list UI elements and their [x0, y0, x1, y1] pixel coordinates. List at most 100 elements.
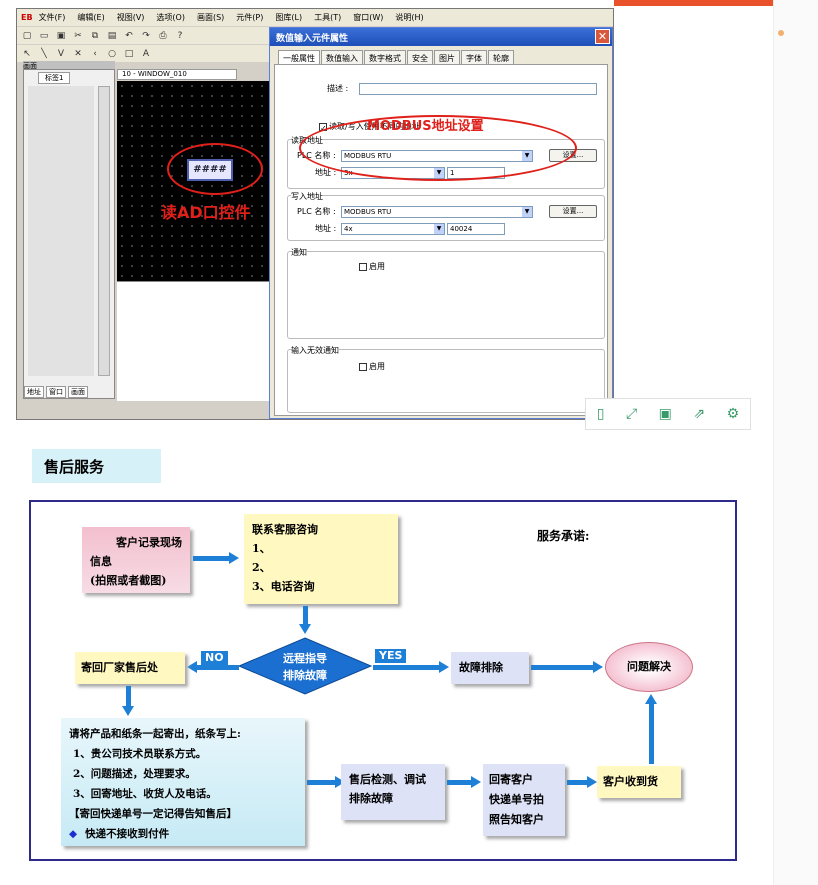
save-icon[interactable]: ▣: [658, 406, 672, 422]
menu-options[interactable]: 选项(O): [156, 13, 185, 22]
dialog-title: 数值输入元件属性: [276, 34, 349, 44]
help-icon[interactable]: ?: [177, 30, 183, 41]
arc-icon[interactable]: ‹: [93, 48, 97, 59]
menu-edit[interactable]: 编辑(E): [77, 13, 105, 22]
send-back-line1: 回寄客户: [489, 773, 533, 786]
dialog-tabs: 一般属性 数值输入 数字格式 安全 图片 字体 轮廓: [270, 46, 612, 66]
ship-line1: 请将产品和纸条一起寄出，纸条写上:: [69, 728, 241, 740]
write-addr-type[interactable]: 4x ▼: [341, 223, 445, 235]
notify-enable-label: 启用: [369, 262, 385, 271]
highlight-ellipse: [167, 143, 263, 195]
fullscreen-icon[interactable]: ⤢: [625, 406, 638, 422]
arrow-3-head: [122, 706, 134, 716]
contact-box: 联系客服咨询 1、 2、 3、电话咨询: [244, 514, 398, 604]
inspect-line2: 排除故障: [349, 792, 393, 805]
menu-parts[interactable]: 元件(P): [236, 13, 264, 22]
print-icon[interactable]: ⎙: [159, 30, 167, 41]
send-back-line2: 快递单号拍: [489, 793, 544, 806]
arrow-yes-head: [439, 661, 449, 673]
write-plc-select[interactable]: MODBUS RTU▼: [341, 206, 533, 218]
modbus-annotation: MODBUS地址设置: [367, 119, 484, 134]
new-icon[interactable]: ▢: [22, 30, 32, 41]
menu-view[interactable]: 视图(V): [116, 13, 145, 22]
ship-line2: 1、贵公司技术员联系方式。: [73, 748, 207, 760]
arrow-4: [307, 780, 335, 785]
write-addr-type-value: 4x: [344, 225, 353, 233]
invalid-group-label: 输入无效通知: [291, 345, 339, 356]
right-margin: [773, 0, 818, 885]
redo-icon[interactable]: ↷: [142, 30, 150, 41]
tab-label1[interactable]: 标签1: [38, 72, 71, 84]
tab-outline[interactable]: 轮廓: [488, 50, 514, 66]
invalid-enable-checkbox[interactable]: [359, 362, 367, 371]
invalid-enable-label: 启用: [369, 362, 385, 371]
ship-line4: 3、回寄地址、收货人及电话。: [73, 788, 217, 800]
menu-window[interactable]: 窗口(W): [353, 13, 384, 22]
desc-input[interactable]: [359, 83, 597, 95]
design-canvas[interactable]: #### 读AD口控件: [117, 81, 283, 281]
chevron-down-icon[interactable]: ▼: [522, 207, 532, 217]
tab-address[interactable]: 地址: [24, 386, 44, 398]
section-title: 售后服务: [32, 449, 161, 483]
write-addr-input[interactable]: 40024: [447, 223, 505, 235]
tab-numeric-input[interactable]: 数值输入: [321, 50, 363, 66]
arrow-2-head: [299, 624, 311, 634]
menu-file[interactable]: 文件(F): [38, 13, 66, 22]
top-accent-bar: [614, 0, 774, 6]
tab-picture[interactable]: 图片: [434, 50, 460, 66]
save-icon[interactable]: ▣: [56, 30, 66, 41]
settings-icon[interactable]: ⚙: [726, 406, 740, 422]
menu-library[interactable]: 图库(L): [275, 13, 303, 22]
invalid-enable-row[interactable]: 启用: [359, 361, 385, 372]
rect-icon[interactable]: □: [124, 48, 134, 59]
circle-icon[interactable]: ○: [108, 48, 116, 59]
contact-line3: 2、: [252, 561, 271, 574]
line-icon[interactable]: ╲: [41, 48, 47, 59]
notify-enable-row[interactable]: 启用: [359, 261, 385, 272]
close-shape-icon[interactable]: ✕: [74, 48, 82, 59]
share-icon[interactable]: ⇗: [693, 406, 706, 422]
customer-line1: 客户记录现场: [116, 536, 182, 549]
write-addr-label: 地址 :: [315, 224, 337, 233]
page-icon[interactable]: ▯: [596, 406, 605, 422]
return-box: 寄回厂家售后处: [75, 652, 185, 684]
menu-help[interactable]: 说明(H): [395, 13, 424, 22]
left-panel: 标签1 地址 窗口 画面: [23, 69, 115, 399]
arrow-5: [447, 780, 471, 785]
undo-icon[interactable]: ↶: [125, 30, 133, 41]
contact-line4: 3、电话咨询: [252, 580, 315, 593]
inspect-box: 售后检测、调试 排除故障: [341, 764, 445, 820]
tab-screen[interactable]: 画面: [68, 386, 88, 398]
no-tag: NO: [201, 651, 228, 665]
image-toolbar: ▯ ⤢ ▣ ⇗ ⚙: [585, 398, 751, 430]
properties-dialog: 数值输入元件属性 ✕ 一般属性 数值输入 数字格式 安全 图片 字体 轮廓 描述…: [269, 27, 613, 419]
arrow-4-head: [335, 776, 345, 788]
control-annotation: 读AD口控件: [161, 203, 251, 222]
write-settings-button[interactable]: 设置...: [549, 205, 597, 218]
text-icon[interactable]: A: [142, 48, 150, 59]
arrow-no-head: [187, 661, 197, 673]
paste-icon[interactable]: ▤: [107, 30, 117, 41]
open-icon[interactable]: ▭: [39, 30, 49, 41]
ship-line5: 【寄回快递单号一定记得告知售后】: [69, 808, 237, 820]
tab-security[interactable]: 安全: [407, 50, 433, 66]
chevron-down-icon[interactable]: ▼: [434, 224, 444, 234]
arrow-3: [126, 686, 131, 706]
notify-enable-checkbox[interactable]: [359, 262, 367, 271]
polyline-icon[interactable]: ᐯ: [57, 48, 65, 59]
scrollbar[interactable]: [98, 86, 110, 376]
arrow-fix: [531, 665, 593, 670]
close-icon[interactable]: ✕: [595, 29, 610, 44]
customer-record-box: 客户记录现场 信息 (拍照或者截图): [82, 527, 190, 593]
fix-box: 故障排除: [451, 652, 529, 684]
window-tab[interactable]: 10 - WINDOW_010: [117, 69, 237, 80]
cut-icon[interactable]: ✂: [74, 30, 82, 41]
menu-screen[interactable]: 画面(S): [196, 13, 225, 22]
tab-number-format[interactable]: 数字格式: [364, 50, 406, 66]
tab-window[interactable]: 窗口: [46, 386, 66, 398]
tab-font[interactable]: 字体: [461, 50, 487, 66]
menu-tools[interactable]: 工具(T): [314, 13, 342, 22]
tab-general[interactable]: 一般属性: [278, 50, 320, 66]
pointer-icon[interactable]: ↖: [23, 48, 31, 59]
copy-icon[interactable]: ⧉: [91, 30, 99, 41]
